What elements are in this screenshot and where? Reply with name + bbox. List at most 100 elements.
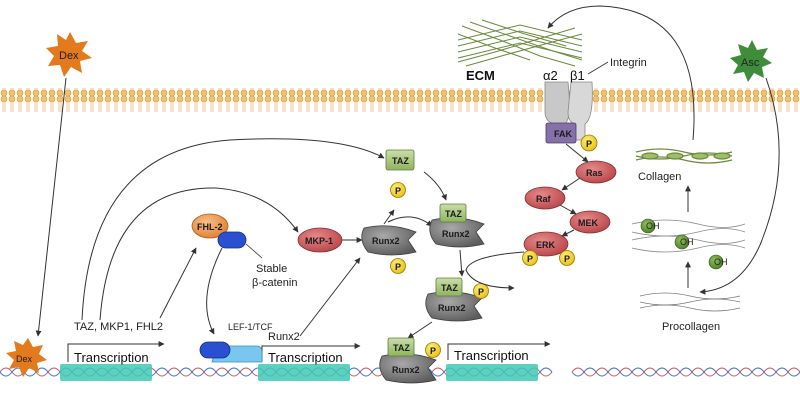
complex3-phosphate: P	[425, 342, 441, 358]
dex-star-bottom: Dex	[6, 338, 47, 377]
fak-to-ras-arrow	[565, 143, 589, 163]
svg-text:Raf: Raf	[536, 194, 552, 204]
svg-text:OH: OH	[646, 221, 660, 231]
transcription-label-3: Transcription	[454, 348, 529, 363]
transcription-arrow-3	[447, 341, 551, 360]
to-mkp1-arrow	[99, 187, 299, 321]
svg-text:TAZ: TAZ	[392, 156, 409, 166]
raf-to-mek-arrow	[559, 204, 577, 215]
collagen-fibril	[635, 148, 733, 164]
to-fhl2-arrow	[159, 247, 197, 319]
hydroxylated-chains	[631, 219, 746, 253]
stable-label: Stable	[256, 263, 287, 275]
mek-node: MEK	[569, 210, 611, 234]
svg-text:Dex: Dex	[59, 50, 79, 62]
asc-star: Asc	[730, 40, 772, 82]
beta1-label: β1	[570, 68, 585, 83]
svg-text:Ras: Ras	[586, 168, 603, 178]
taz-mkp1-fhl2-label: TAZ, MKP1, FHL2	[74, 321, 163, 333]
taz-node-top: TAZ	[385, 149, 415, 171]
beta-catenin-pointer	[245, 243, 263, 259]
taz-runx2-complex-3: TAZ Runx2	[379, 337, 437, 384]
ecm-label: ECM	[466, 68, 495, 83]
ras-to-raf-arrow	[561, 177, 581, 191]
svg-text:P: P	[395, 262, 401, 272]
cell-membrane	[0, 88, 800, 112]
complex2-to-complex3-arrow	[407, 321, 433, 339]
svg-text:P: P	[564, 254, 570, 264]
ras-node: Ras	[575, 160, 617, 184]
beta-catenin-to-lef-arrow	[206, 247, 223, 335]
svg-text:TAZ: TAZ	[445, 209, 462, 219]
runx2-node-center: Runx2	[361, 225, 417, 256]
runx2-out-to-runx2-arrow	[299, 257, 361, 337]
svg-text:P: P	[430, 346, 436, 356]
svg-text:Runx2: Runx2	[392, 365, 420, 375]
mek-to-erk-arrow	[561, 229, 575, 237]
svg-text:TAZ: TAZ	[393, 343, 410, 353]
svg-text:Runx2: Runx2	[442, 229, 470, 239]
transcription-arrow-1	[67, 341, 165, 362]
alpha2-label: α2	[543, 68, 558, 83]
promoter-band-3	[446, 364, 538, 381]
svg-text:Dex: Dex	[16, 354, 33, 364]
runx2-center-phosphate: P	[390, 258, 406, 274]
procollagen-label: Procollagen	[662, 321, 720, 333]
erk-phosphate-left: P	[522, 250, 538, 266]
fhl2-node: FHL-2	[191, 213, 229, 239]
collagen-to-ecm-arrow	[547, 5, 695, 141]
dex-down-arrow	[35, 77, 67, 337]
oh-group-2: OH	[674, 234, 694, 250]
transcription-label-1: Transcription	[74, 350, 149, 365]
svg-text:Runx2: Runx2	[438, 303, 466, 313]
raf-node: Raf	[524, 186, 566, 210]
lef-tcf-complex	[199, 341, 263, 363]
erk-node: ERK	[523, 231, 569, 257]
fak-node: FAK	[545, 122, 577, 144]
integrin-pointer	[587, 61, 609, 75]
beta-catenin-label: β-catenin	[252, 277, 297, 289]
dex-star-top: Dex	[46, 32, 92, 77]
oh-group-1: OH	[640, 218, 660, 234]
complex1-to-complex2-arrow	[458, 249, 465, 277]
promoter-band-1	[60, 364, 152, 381]
procollagen-chains	[639, 292, 741, 312]
fak-phosphate: P	[580, 134, 598, 152]
runx2-to-taz-up-arrow	[383, 209, 395, 225]
svg-text:Runx2: Runx2	[372, 236, 400, 246]
asc-arrow	[699, 77, 780, 295]
svg-text:MKP-1: MKP-1	[305, 236, 333, 246]
svg-text:MEK: MEK	[578, 218, 599, 228]
taz-runx2-complex-2: TAZ Runx2	[425, 277, 483, 322]
svg-text:OH: OH	[714, 257, 728, 267]
svg-text:FHL-2: FHL-2	[197, 222, 223, 232]
beta-catenin-node	[217, 231, 247, 249]
erk-phosphate-right: P	[559, 250, 575, 266]
lef-tcf-label: LEF-1/TCF	[228, 322, 273, 332]
runx2-to-complex-arrow	[387, 216, 433, 227]
svg-text:Asc: Asc	[741, 57, 760, 69]
oh-group-3: OH	[708, 254, 728, 270]
to-taz-arrow	[81, 138, 385, 321]
mkp1-node: MKP-1	[297, 227, 343, 253]
ecm-mesh	[457, 19, 583, 67]
svg-text:P: P	[586, 139, 592, 149]
fak-label: FAK	[554, 129, 573, 139]
promoter-band-2	[258, 364, 350, 381]
taz-to-complex-arrow	[423, 171, 447, 201]
svg-text:ERK: ERK	[536, 240, 556, 250]
runx2-output-label: Runx2	[268, 331, 300, 343]
svg-text:OH: OH	[680, 237, 694, 247]
taz-top-phosphate: P	[390, 182, 406, 198]
collagen-label: Collagen	[638, 171, 681, 183]
taz-runx2-complex-1: TAZ Runx2	[429, 203, 485, 248]
integrin-label: Integrin	[610, 57, 647, 69]
svg-text:P: P	[478, 287, 484, 297]
complex2-phosphate: P	[473, 283, 489, 299]
svg-text:P: P	[527, 254, 533, 264]
transcription-label-2: Transcription	[268, 350, 343, 365]
svg-text:P: P	[395, 186, 401, 196]
erk-to-complex-arrow	[465, 251, 525, 291]
svg-text:TAZ: TAZ	[441, 283, 458, 293]
